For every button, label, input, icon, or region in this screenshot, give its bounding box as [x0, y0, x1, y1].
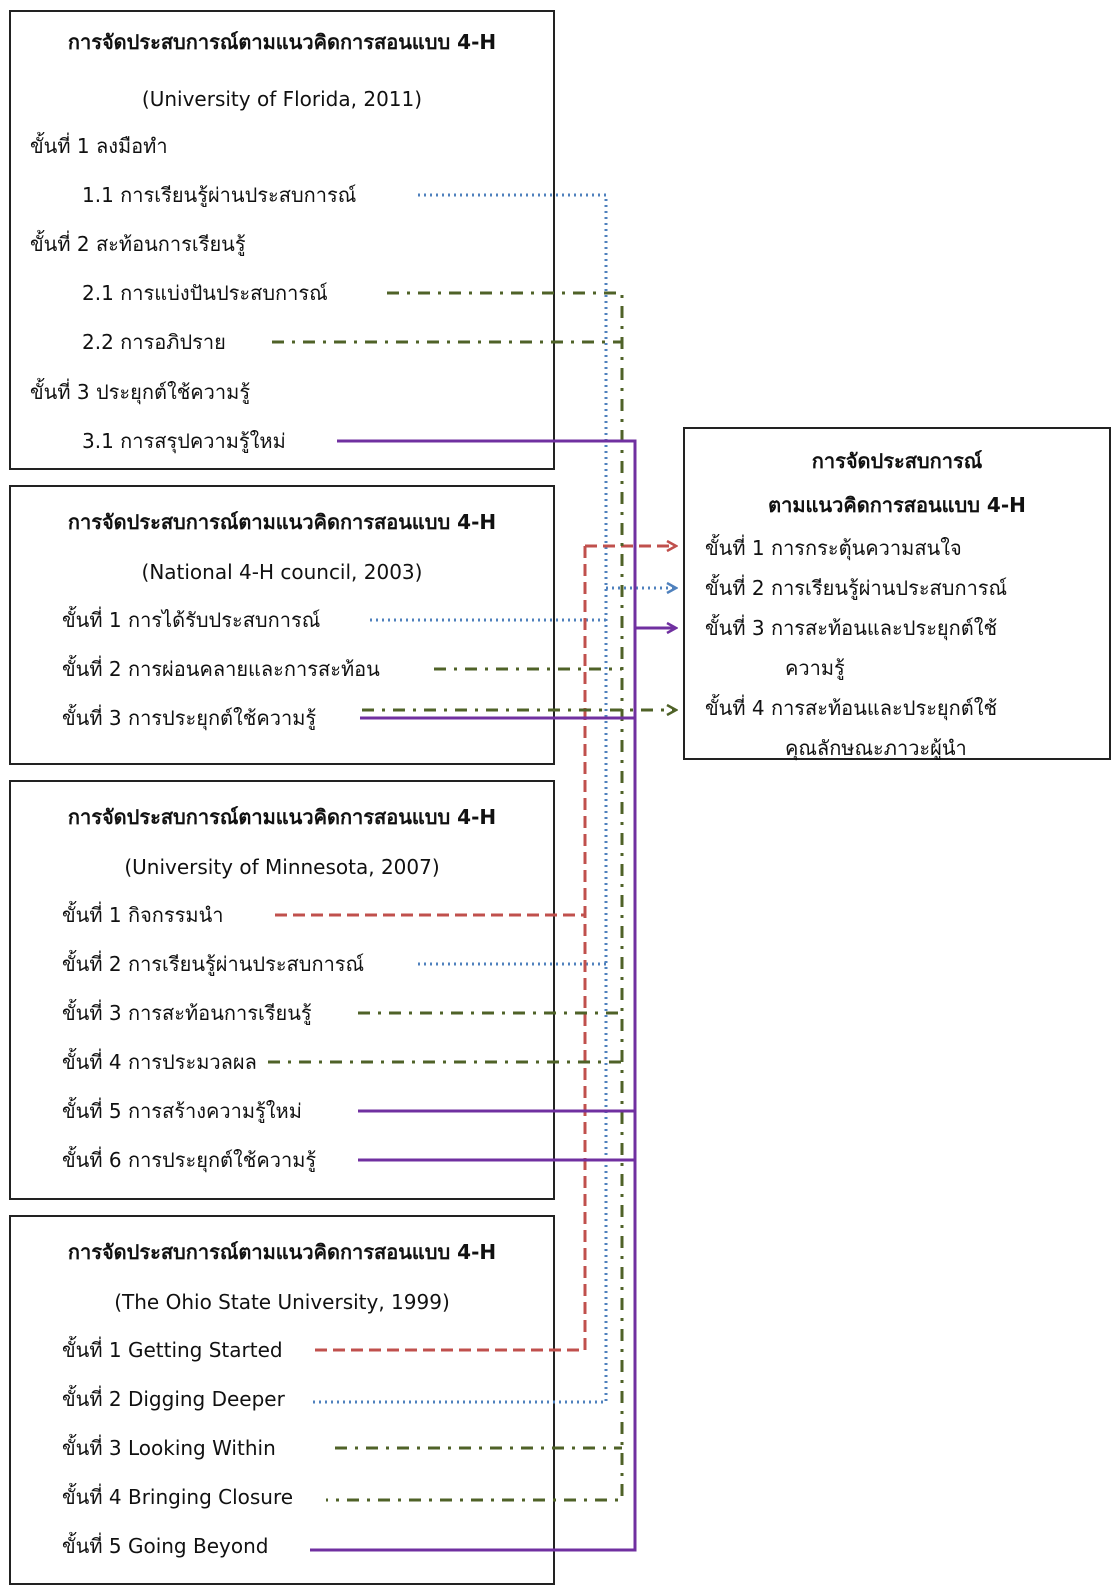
box3-step5: ขั้นที่ 5 การสร้างความรู้ใหม่: [62, 1099, 302, 1123]
box1-step2: ขั้นที่ 2 สะท้อนการเรียนรู้: [30, 232, 246, 256]
box4-step4: ขั้นที่ 4 Bringing Closure: [62, 1485, 294, 1509]
box3-step3: ขั้นที่ 3 การสะท้อนการเรียนรู้: [62, 1001, 312, 1025]
box1-item-2-1: 2.1 การแบ่งปันประสบการณ์: [82, 281, 328, 305]
box3-step4: ขั้นที่ 4 การประมวลผล: [62, 1050, 257, 1074]
box1-step1: ขั้นที่ 1 ลงมือทำ: [30, 134, 168, 158]
box2-title: การจัดประสบการณ์ตามแนวคิดการสอนแบบ 4-H: [67, 510, 497, 534]
synthesis-box: [683, 427, 1111, 760]
box1-item-2-2: 2.2 การอภิปราย: [82, 330, 226, 354]
box4-step3: ขั้นที่ 3 Looking Within: [62, 1436, 276, 1460]
box3-step6: ขั้นที่ 6 การประยุกต์ใช้ความรู้: [62, 1148, 317, 1172]
box2-step3: ขั้นที่ 3 การประยุกต์ใช้ความรู้: [62, 706, 317, 730]
synthesis-step3-line2: ความรู้: [785, 656, 845, 680]
box3-source: (University of Minnesota, 2007): [124, 855, 440, 879]
synthesis-step3-line1: ขั้นที่ 3 การสะท้อนและประยุกต์ใช้: [705, 616, 998, 640]
synthesis-title-line2: ตามแนวคิดการสอนแบบ 4-H: [768, 493, 1026, 517]
box4-step5: ขั้นที่ 5 Going Beyond: [62, 1534, 269, 1558]
box2-source: (National 4-H council, 2003): [141, 560, 423, 584]
synthesis-step2: ขั้นที่ 2 การเรียนรู้ผ่านประสบการณ์: [705, 576, 1008, 600]
box1-item-3-1: 3.1 การสรุปความรู้ใหม่: [82, 429, 286, 453]
box1-item-1-1: 1.1 การเรียนรู้ผ่านประสบการณ์: [82, 183, 357, 207]
synthesis-title-line1: การจัดประสบการณ์: [811, 449, 983, 473]
source-box-minnesota: [9, 780, 555, 1200]
synthesis-step4-line1: ขั้นที่ 4 การสะท้อนและประยุกต์ใช้: [705, 696, 998, 720]
box1-step3: ขั้นที่ 3 ประยุกต์ใช้ความรู้: [30, 380, 251, 404]
box4-source: (The Ohio State University, 1999): [114, 1290, 450, 1314]
box1-source: (University of Florida, 2011): [141, 87, 423, 111]
box4-title: การจัดประสบการณ์ตามแนวคิดการสอนแบบ 4-H: [67, 1240, 497, 1264]
box3-step1: ขั้นที่ 1 กิจกรรมนำ: [62, 903, 224, 927]
box2-step1: ขั้นที่ 1 การได้รับประสบการณ์: [62, 608, 321, 632]
box3-step2: ขั้นที่ 2 การเรียนรู้ผ่านประสบการณ์: [62, 952, 365, 976]
box3-title: การจัดประสบการณ์ตามแนวคิดการสอนแบบ 4-H: [67, 805, 497, 829]
box4-step2: ขั้นที่ 2 Digging Deeper: [62, 1387, 285, 1411]
synthesis-step4-line2: คุณลักษณะภาวะผู้นำ: [785, 736, 967, 760]
box1-title: การจัดประสบการณ์ตามแนวคิดการสอนแบบ 4-H: [67, 30, 497, 54]
synthesis-step1: ขั้นที่ 1 การกระตุ้นความสนใจ: [705, 536, 962, 560]
box4-step1: ขั้นที่ 1 Getting Started: [62, 1338, 283, 1362]
box2-step2: ขั้นที่ 2 การผ่อนคลายและการสะท้อน: [62, 657, 380, 681]
